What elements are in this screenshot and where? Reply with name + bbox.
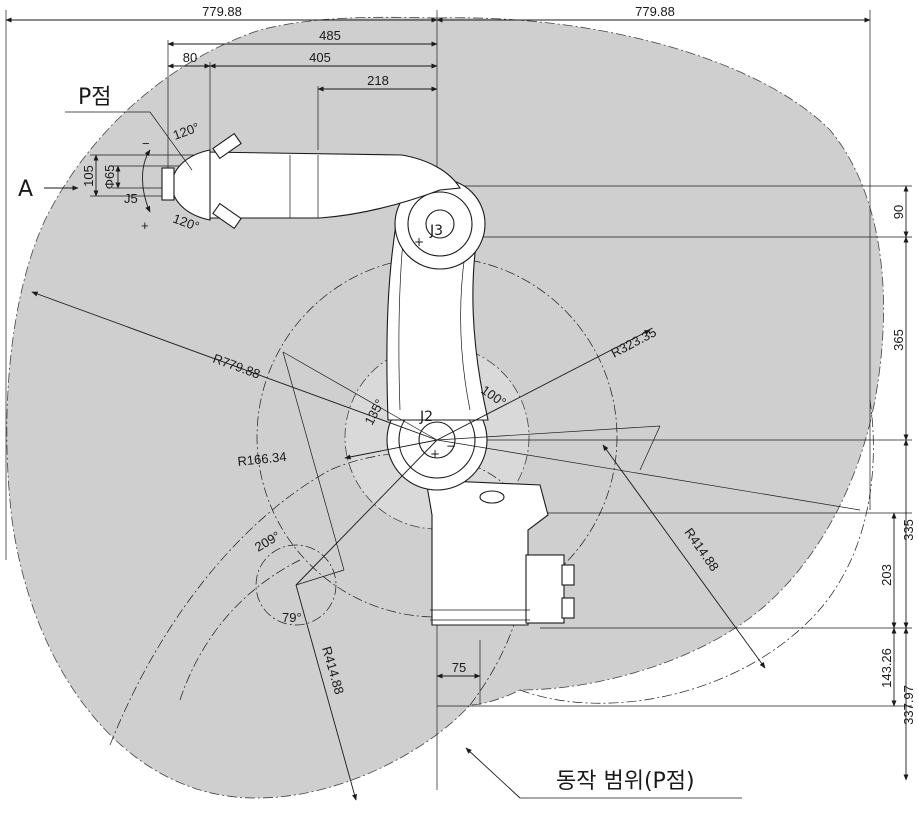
dim-335: 335 bbox=[901, 519, 916, 541]
dim-405: 405 bbox=[309, 50, 331, 65]
dim-203: 203 bbox=[879, 564, 894, 586]
dim-75: 75 bbox=[452, 660, 466, 675]
view-a-label: A bbox=[18, 177, 33, 202]
dim-365: 365 bbox=[891, 329, 906, 351]
angle-79: 79° bbox=[282, 610, 302, 625]
dim-90: 90 bbox=[891, 205, 906, 219]
dim-218: 218 bbox=[367, 73, 389, 88]
top-dimension-left: 779.88 bbox=[5, 4, 438, 23]
dim-337: 337.97 bbox=[901, 685, 916, 725]
robot-arm bbox=[161, 132, 575, 626]
radius-lines bbox=[31, 291, 861, 801]
radius-r166: R166.34 bbox=[237, 449, 287, 469]
j3-plus: + bbox=[414, 235, 424, 249]
j2-plus: + bbox=[430, 447, 440, 461]
wrist-105: 105 bbox=[81, 165, 96, 187]
side-dimensions: 90 365 335 203 143.26 337.97 75 bbox=[436, 185, 916, 781]
motion-range-label: 동작 범위(P점) bbox=[556, 769, 695, 794]
wrist-j5: J5 bbox=[124, 191, 138, 206]
dim-80: 80 bbox=[183, 50, 197, 65]
wrist-phi65: Φ65 bbox=[102, 165, 117, 190]
wrist-minus: − bbox=[142, 136, 150, 151]
j2-minus: − bbox=[446, 439, 456, 453]
wrist-plus: + bbox=[141, 218, 149, 233]
j3-label: J3 bbox=[429, 223, 443, 239]
j2-label: J2 bbox=[419, 409, 433, 425]
dim-left-width: 779.88 bbox=[202, 4, 242, 19]
p-point-label: P점 bbox=[78, 85, 112, 110]
dim-right-width: 779.88 bbox=[635, 4, 675, 19]
extension-lines bbox=[5, 10, 912, 790]
arm-dimensions: 485 80 405 218 bbox=[167, 28, 438, 92]
dim-485: 485 bbox=[319, 28, 341, 43]
labels: P점 A 105 Φ65 J5 − + 120° 120° J3 + J2 + … bbox=[18, 85, 742, 799]
dim-143: 143.26 bbox=[879, 648, 894, 688]
top-dimension-right: 779.88 bbox=[436, 4, 871, 23]
